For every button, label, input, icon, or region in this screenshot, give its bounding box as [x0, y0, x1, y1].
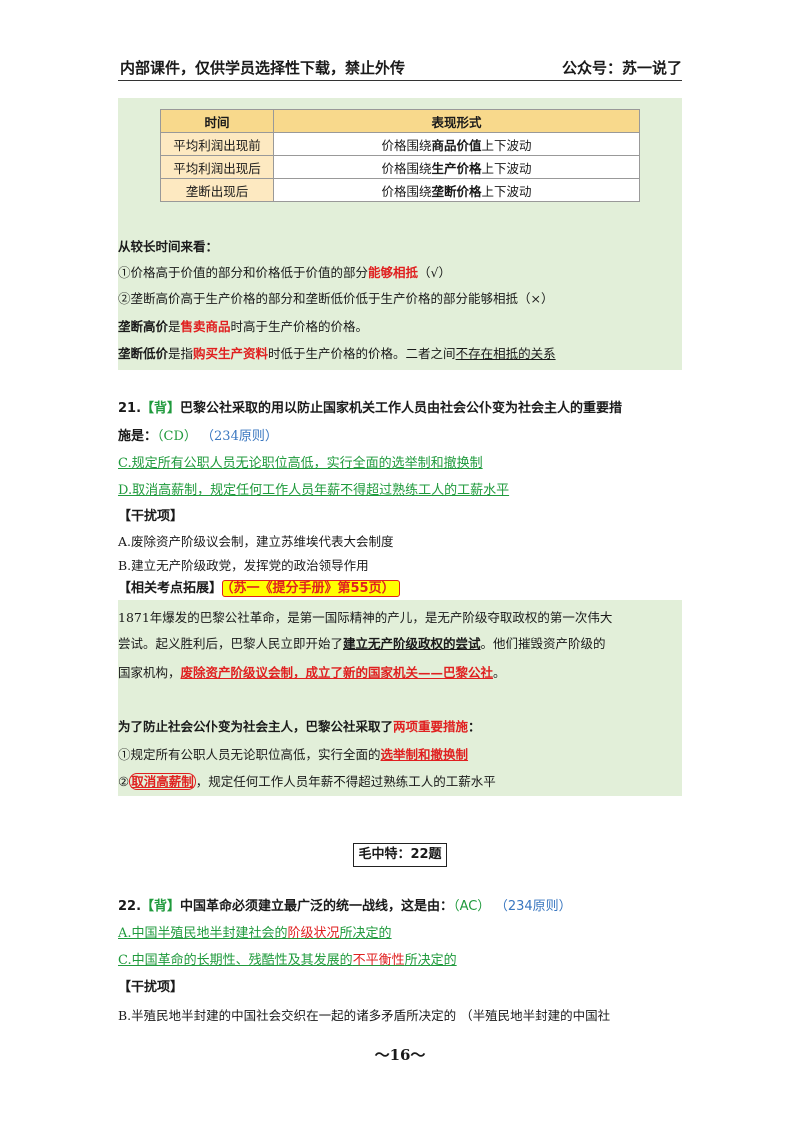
table-cell-form: 价格围绕商品价值上下波动 — [273, 132, 640, 156]
point-1: ①价格高于价值的部分和价格低于价值的部分能够相抵（√） — [118, 264, 451, 282]
text: ： — [468, 719, 481, 734]
highlight-text: 不平衡性 — [352, 953, 405, 968]
option-d: D.取消高薪制，规定任何工作人员年薪不得超过熟练工人的工薪水平 — [118, 483, 510, 498]
page-number: ～16～ — [374, 1046, 426, 1064]
highlight-text: 选举制和撤换制 — [380, 747, 469, 762]
option-b: B.建立无产阶级政党，发挥党的政治领导作用 — [118, 558, 369, 573]
cell-bold: 生产价格 — [431, 160, 482, 176]
cell-text: 价格围绕 — [381, 137, 432, 153]
question-21-line2: 施是：（CD） （234原则） — [118, 428, 278, 446]
text: 。他们摧毁资产阶级的 — [480, 636, 606, 651]
distractor-title: 【干扰项】 — [118, 509, 184, 524]
table-cell-period: 平均利润出现前 — [160, 132, 274, 156]
text: 时低于生产价格的价格。二者之间 — [268, 346, 456, 361]
answer-key: （AC） — [453, 899, 491, 914]
highlight-text: 阶级状况 — [287, 926, 340, 941]
highlight-text: 购买生产资料 — [193, 346, 269, 361]
cell-bold: 商品价值 — [431, 137, 482, 153]
text: ② — [118, 774, 130, 789]
question-text: 中国革命必须建立最广泛的统一战线，这是由： — [180, 899, 454, 914]
page-header: 内部课件，仅供学员选择性下载，禁止外传 公众号：苏一说了 — [118, 55, 682, 81]
extension-title: 【相关考点拓展】 — [118, 581, 223, 596]
cell-text: 上下波动 — [481, 183, 532, 199]
text: 所决定的 — [404, 953, 457, 968]
text: A.中国半殖民地半封建社会的 — [118, 926, 288, 941]
question-number: 22. — [118, 899, 142, 914]
point-3: 垄断高价是售卖商品时高于生产价格的价格。 — [118, 318, 368, 336]
paris-commune-box — [118, 600, 682, 796]
cell-text: 上下波动 — [481, 137, 532, 153]
distractor-title: 【干扰项】 — [118, 980, 184, 995]
header-notice: 内部课件，仅供学员选择性下载，禁止外传 — [120, 59, 406, 77]
text: ①规定所有公职人员无论职位高低，实行全面的 — [118, 747, 381, 762]
extension-reference: （苏一《提分手册》第55页） — [222, 580, 400, 597]
highlight-text: 售卖商品 — [180, 319, 231, 334]
table-row: 平均利润出现后 价格围绕生产价格上下波动 — [160, 155, 640, 179]
table-cell-period: 平均利润出现后 — [160, 155, 274, 179]
text: 时高于生产价格的价格。 — [230, 319, 369, 334]
bold-text: 为了防止社会公仆变为社会主人，巴黎公社采取了 — [118, 719, 394, 734]
option-c: C.规定所有公职人员无论职位高低，实行全面的选举制和撤换制 — [118, 456, 483, 471]
question-21-line1: 21.【背】巴黎公社采取的用以防止国家机关工作人员由社会公仆变为社会主人的重要措 — [118, 400, 622, 418]
table-cell-form: 价格围绕生产价格上下波动 — [273, 155, 640, 179]
rule-note: （234原则） — [201, 429, 278, 444]
long-term-heading: 从较长时间来看： — [118, 239, 219, 254]
box2-line2: 尝试。起义胜利后，巴黎人民立即开始了建立无产阶级政权的尝试。他们摧毁资产阶级的 — [118, 635, 606, 653]
header-divider — [118, 80, 682, 81]
section-title: 毛中特：22题 — [353, 843, 447, 867]
cell-text: 价格围绕 — [381, 183, 432, 199]
answer-key: （CD） — [157, 429, 197, 444]
question-text: 施是： — [118, 429, 158, 444]
cell-text: 上下波动 — [481, 160, 532, 176]
table-header-row: 时间 表现形式 — [160, 109, 640, 133]
table-header-cell: 表现形式 — [273, 109, 640, 133]
text: 。 — [493, 665, 506, 680]
price-form-table: 时间 表现形式 平均利润出现前 价格围绕商品价值上下波动 平均利润出现后 价格围… — [160, 109, 640, 202]
option-a: A.废除资产阶级议会制，建立苏维埃代表大会制度 — [118, 534, 394, 549]
point-4: 垄断低价是指购买生产资料时低于生产价格的价格。二者之间不存在相抵的关系 — [118, 345, 556, 363]
box2-line3: 国家机构，废除资产阶级议会制，成立了新的国家机关——巴黎公社。 — [118, 664, 506, 682]
bold-term: 垄断低价 — [118, 346, 169, 361]
box2-measures-heading: 为了防止社会公仆变为社会主人，巴黎公社采取了两项重要措施： — [118, 718, 481, 736]
circled-text: 取消高薪制 — [129, 773, 196, 790]
option-a: A.中国半殖民地半封建社会的阶级状况所决定的 — [118, 925, 392, 943]
table-row: 平均利润出现前 价格围绕商品价值上下波动 — [160, 132, 640, 156]
text: 是指 — [168, 346, 194, 361]
table-cell-form: 价格围绕垄断价格上下波动 — [273, 178, 640, 202]
text: ，规定任何工作人员年薪不得超过熟练工人的工薪水平 — [195, 774, 496, 789]
text: 所决定的 — [339, 926, 392, 941]
table-header-cell: 时间 — [160, 109, 274, 133]
highlight-text: 废除资产阶级议会制，成立了新的国家机关——巴黎公社 — [180, 665, 494, 680]
point-2: ②垄断高价高于生产价格的部分和垄断低价低于生产价格的部分能够相抵（×） — [118, 291, 554, 306]
highlight-text: 能够相抵 — [368, 265, 419, 280]
option-c: C.中国革命的长期性、残酷性及其发展的不平衡性所决定的 — [118, 952, 457, 970]
option-b: B.半殖民地半封建的中国社会交织在一起的诸多矛盾所决定的 （半殖民地半封建的中国… — [118, 1008, 611, 1023]
cell-text: 价格围绕 — [381, 160, 432, 176]
memorize-tag: 【背】 — [141, 401, 181, 416]
underlined-text: 不存在相抵的关系 — [455, 346, 556, 361]
table-row: 垄断出现后 价格围绕垄断价格上下波动 — [160, 178, 640, 202]
question-text: 巴黎公社采取的用以防止国家机关工作人员由社会公仆变为社会主人的重要措 — [180, 401, 623, 416]
text: 尝试。起义胜利后，巴黎人民立即开始了 — [118, 636, 344, 651]
memorize-tag: 【背】 — [141, 899, 181, 914]
text: ①价格高于价值的部分和价格低于价值的部分 — [118, 265, 369, 280]
text: C.中国革命的长期性、残酷性及其发展的 — [118, 953, 353, 968]
measure-1: ①规定所有公职人员无论职位高低，实行全面的选举制和撤换制 — [118, 746, 468, 764]
text: （√） — [418, 265, 451, 280]
highlight-text: 两项重要措施 — [393, 719, 469, 734]
question-22-line: 22.【背】中国革命必须建立最广泛的统一战线，这是由：（AC） （234原则） — [118, 898, 572, 916]
table-cell-period: 垄断出现后 — [160, 178, 274, 202]
box2-line1: 1871年爆发的巴黎公社革命，是第一国际精神的产儿，是无产阶级夺取政权的第一次伟… — [118, 610, 613, 625]
rule-note: （234原则） — [494, 899, 572, 914]
header-account: 公众号：苏一说了 — [561, 59, 682, 77]
bold-underline-text: 建立无产阶级政权的尝试 — [343, 636, 481, 651]
cell-bold: 垄断价格 — [431, 183, 482, 199]
text: 国家机构， — [118, 665, 181, 680]
question-number: 21. — [118, 401, 142, 416]
extension-title-line: 【相关考点拓展】（苏一《提分手册》第55页） — [118, 580, 400, 598]
text: 是 — [168, 319, 181, 334]
bold-term: 垄断高价 — [118, 319, 169, 334]
